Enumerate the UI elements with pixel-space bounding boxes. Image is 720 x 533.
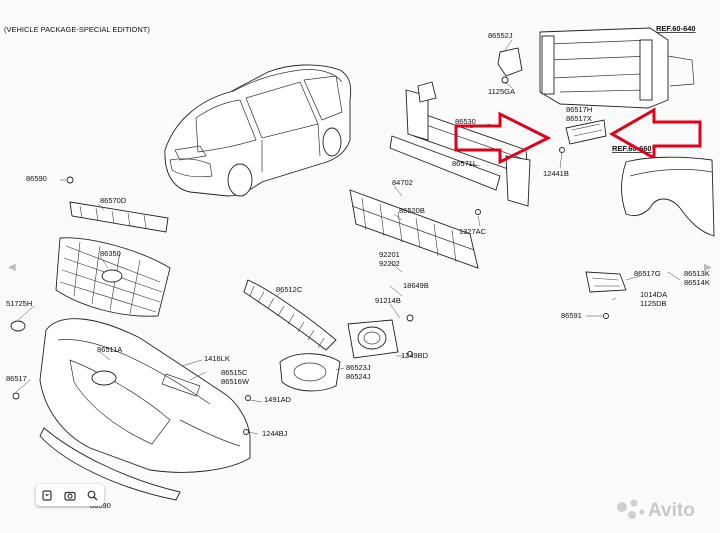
radiator-grille — [55, 237, 171, 317]
label-1244BJ: 1244BJ — [262, 429, 288, 438]
ref-top: REF.60-640 — [656, 24, 696, 33]
label-86512C: 86512C — [276, 285, 303, 294]
label-91214B: 91214B — [375, 296, 401, 305]
next-image-arrow-icon[interactable]: ▶ — [704, 262, 712, 273]
label-86513K: 86513K — [684, 269, 710, 278]
label-86530: 86530 — [455, 117, 476, 126]
vehicle-drawing — [164, 64, 352, 197]
label-1014DA: 1014DA — [640, 290, 667, 299]
label-86552J: 86552J — [488, 31, 513, 40]
label-86571L: 86571L — [452, 159, 477, 168]
label-86517: 86517 — [6, 374, 27, 383]
label-86523J: 86523J — [346, 363, 371, 372]
zoom-icon[interactable] — [86, 488, 100, 502]
watermark-text: Avito — [648, 500, 695, 521]
avito-watermark: Avito — [617, 499, 695, 521]
label-86591: 86591 — [561, 311, 582, 320]
upper-grille-strip — [69, 201, 169, 233]
label-1125DB: 1125DB — [640, 299, 667, 308]
bumper-beam — [405, 81, 531, 207]
energy-absorber — [349, 189, 479, 269]
bookmark-icon[interactable] — [40, 488, 54, 502]
radiator-support — [539, 27, 695, 109]
label-86570D: 86570D — [100, 196, 127, 205]
leader-lines — [15, 39, 681, 435]
label-86520B: 86520B — [399, 206, 425, 215]
label-1125GA: 1125GA — [488, 87, 515, 96]
highlight-arrow-left — [454, 111, 552, 165]
label-86514K: 86514K — [684, 278, 710, 287]
label-51725H: 51725H — [6, 299, 32, 308]
label-1327AC: 1327AC — [459, 227, 487, 236]
highlight-arrow-right — [608, 107, 702, 161]
image-toolbar — [36, 484, 104, 506]
side-bracket — [585, 271, 627, 293]
lower-grille — [243, 279, 337, 351]
label-86511A: 86511A — [97, 345, 122, 354]
label-18649B: 18649B — [403, 281, 429, 290]
label-86524J: 86524J — [346, 372, 371, 381]
front-bumper — [39, 318, 251, 473]
bumper-lip — [39, 427, 181, 501]
bracket-86552J — [497, 47, 523, 77]
label-1491AD: 1491AD — [264, 395, 292, 404]
label-92202: 92202 — [379, 259, 400, 268]
emblem — [10, 320, 26, 332]
label-86517H: 86517H — [566, 105, 592, 114]
fog-lamp — [347, 314, 414, 359]
label-12441B: 12441B — [543, 169, 569, 178]
label-92201: 92201 — [379, 250, 400, 259]
label-86517X: 86517X — [566, 114, 592, 123]
label-86516W: 86516W — [221, 377, 250, 386]
ref-side: REF.60-660 — [612, 144, 652, 153]
label-1416LK: 1416LK — [204, 354, 230, 363]
label-86517G: 86517G — [634, 269, 661, 278]
label-84702: 84702 — [392, 178, 413, 187]
label-86350: 86350 — [100, 249, 121, 258]
camera-icon[interactable] — [63, 488, 77, 502]
label-86515C: 86515C — [221, 368, 248, 377]
header-note: (VEHICLE PACKAGE-SPECIAL EDITIONT) — [4, 25, 150, 34]
fender — [621, 156, 715, 237]
fog-lamp-cover — [279, 353, 341, 392]
prev-image-arrow-icon[interactable]: ◀ — [8, 262, 16, 273]
label-86590-top: 86590 — [26, 174, 47, 183]
bracket-86517H — [565, 119, 607, 145]
label-1249BD: 1249BD — [401, 351, 429, 360]
